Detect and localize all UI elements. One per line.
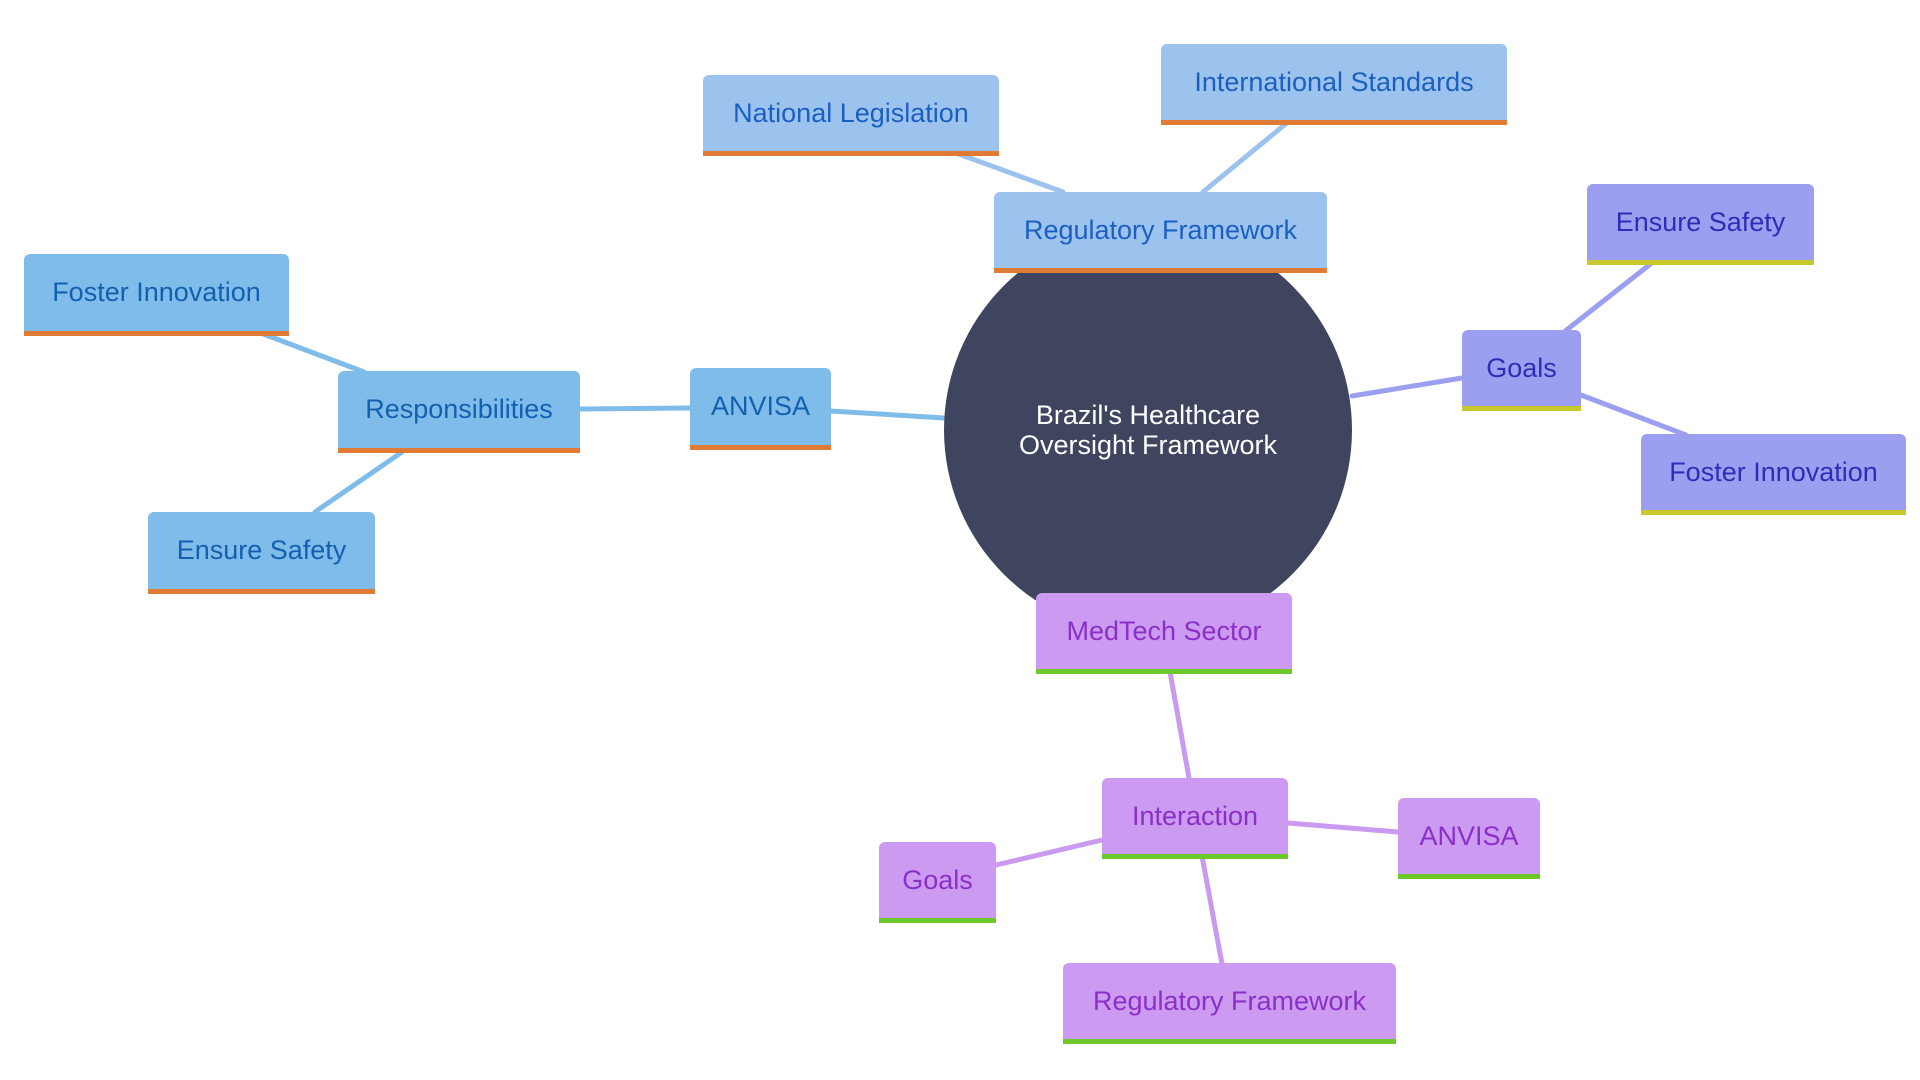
central-topic-label: Brazil's Healthcare Oversight Framework <box>1018 400 1278 460</box>
node-foster-innovation-anvisa[interactable]: Foster Innovation <box>24 254 289 336</box>
edge-center-anvisa <box>828 408 947 421</box>
node-ensure-safety-anvisa[interactable]: Ensure Safety <box>148 512 375 594</box>
node-medtech-sector-label: MedTech Sector <box>1066 615 1262 646</box>
node-national-legislation-label: National Legislation <box>733 97 969 128</box>
node-foster-innovation-goals-label: Foster Innovation <box>1669 456 1878 487</box>
node-regulatory-framework[interactable]: Regulatory Framework <box>994 192 1327 273</box>
edge-goals-foster-innovation <box>1578 392 1689 438</box>
edge-responsibilities-ensure-safety <box>312 449 405 515</box>
edge-responsibilities-foster-innovation <box>255 329 367 375</box>
node-anvisa[interactable]: ANVISA <box>690 368 831 450</box>
node-interaction[interactable]: Interaction <box>1102 778 1288 859</box>
node-anvisa-label: ANVISA <box>710 391 811 421</box>
node-regulatory-framework-medtech[interactable]: Regulatory Framework <box>1063 963 1396 1044</box>
node-interaction-label: Interaction <box>1131 800 1259 831</box>
edge-interaction-anvisa <box>1285 820 1401 835</box>
node-anvisa-medtech-label: ANVISA <box>1419 820 1519 851</box>
edge-interaction-goals <box>993 837 1105 868</box>
node-responsibilities-label: Responsibilities <box>365 394 553 424</box>
node-ensure-safety-anvisa-label: Ensure Safety <box>176 535 347 565</box>
edge-interaction-regulatory-framework <box>1199 853 1225 967</box>
edge-regulatory-national-legislation <box>953 150 1066 195</box>
edge-anvisa-responsibilities <box>577 405 693 412</box>
node-goals[interactable]: Goals <box>1462 330 1581 411</box>
node-regulatory-framework-label: Regulatory Framework <box>1023 214 1298 245</box>
edge-regulatory-international-standards <box>1200 119 1291 195</box>
node-international-standards-label: International Standards <box>1194 66 1474 97</box>
edge-medtech-interaction <box>1167 669 1192 781</box>
node-foster-innovation-anvisa-label: Foster Innovation <box>52 277 261 307</box>
node-goals-medtech[interactable]: Goals <box>879 842 996 923</box>
node-national-legislation[interactable]: National Legislation <box>703 75 999 156</box>
node-responsibilities[interactable]: Responsibilities <box>338 371 580 453</box>
edge-goals-ensure-safety <box>1561 259 1656 335</box>
node-ensure-safety-goals[interactable]: Ensure Safety <box>1587 184 1814 265</box>
node-ensure-safety-goals-label: Ensure Safety <box>1615 206 1786 237</box>
node-regulatory-framework-medtech-label: Regulatory Framework <box>1092 985 1367 1016</box>
node-foster-innovation-goals[interactable]: Foster Innovation <box>1641 434 1906 515</box>
node-anvisa-medtech[interactable]: ANVISA <box>1398 798 1540 879</box>
node-international-standards[interactable]: International Standards <box>1161 44 1507 125</box>
node-goals-medtech-label: Goals <box>902 864 973 895</box>
node-goals-label: Goals <box>1486 352 1557 383</box>
edge-center-goals <box>1349 375 1465 399</box>
node-medtech-sector[interactable]: MedTech Sector <box>1036 593 1292 674</box>
central-topic[interactable]: Brazil's Healthcare Oversight Framework <box>944 226 1352 634</box>
